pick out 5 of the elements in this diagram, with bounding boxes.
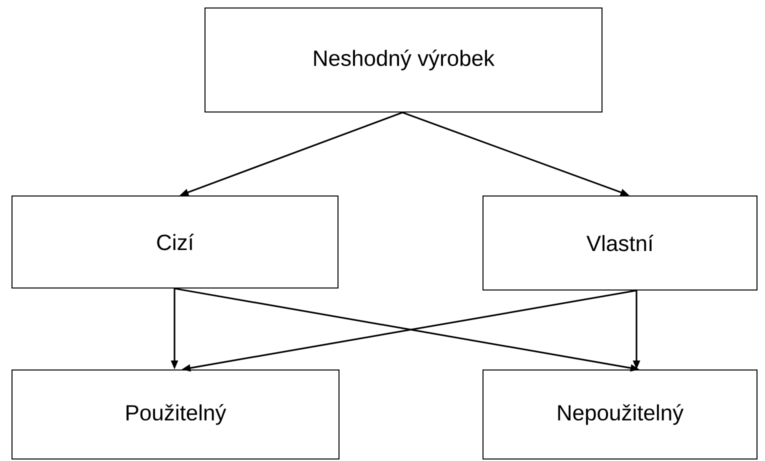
- process-box: Neshodný výrobek: [204, 8, 602, 112]
- process-box: Vlastní: [482, 196, 758, 290]
- process-box: Cizí: [12, 196, 338, 288]
- process-box: Nepoužitelný: [482, 370, 758, 460]
- process-box: Použitelný: [12, 370, 340, 460]
